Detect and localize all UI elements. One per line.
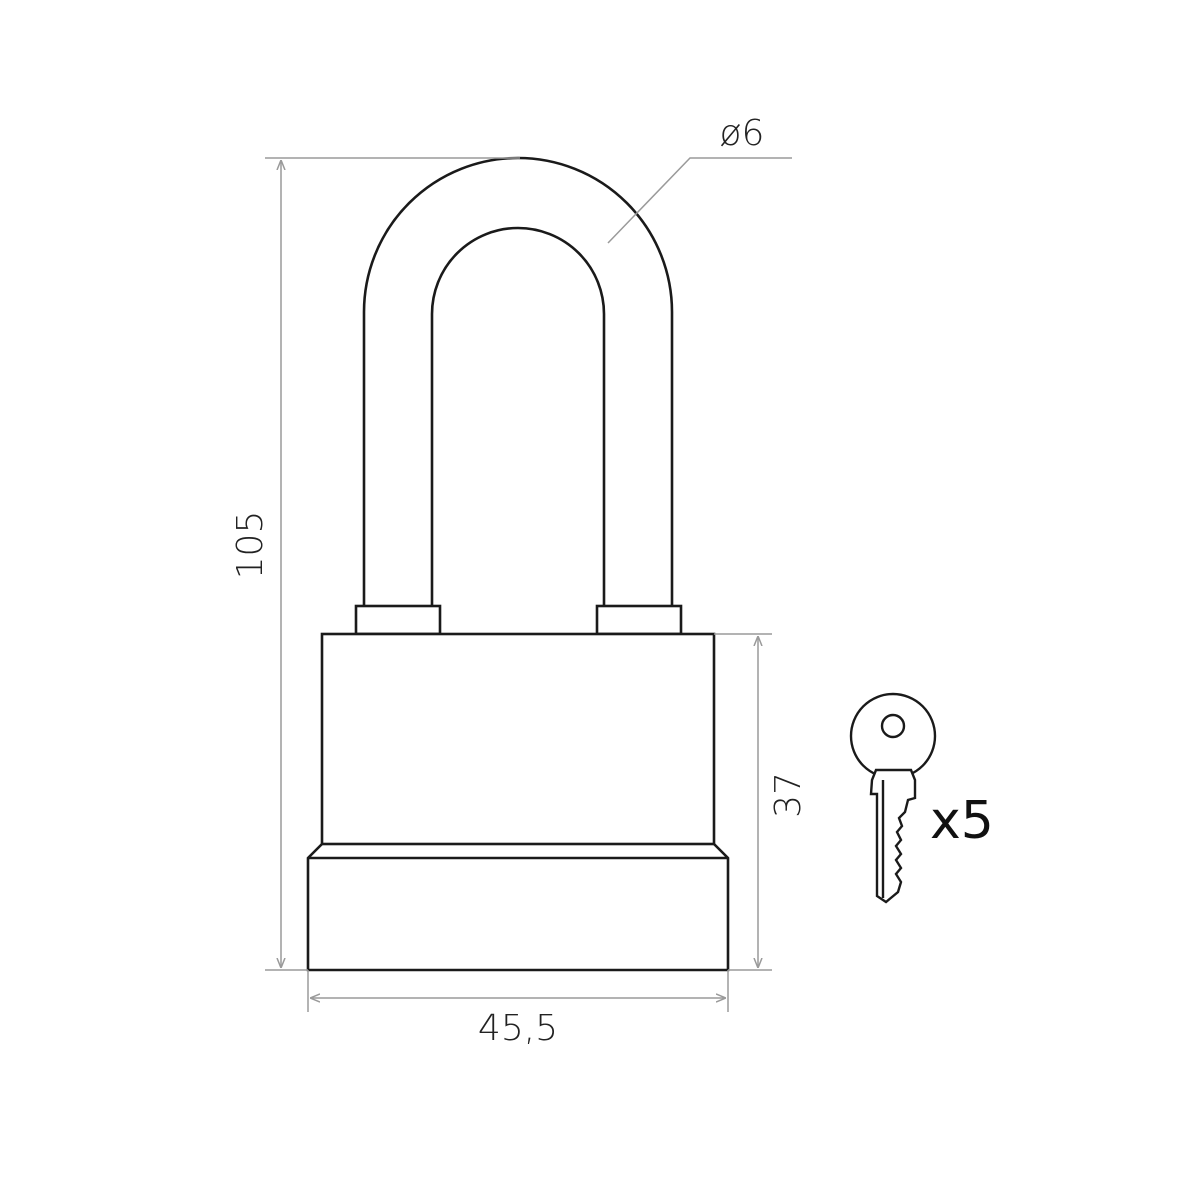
padlock [306,156,730,972]
shackle-diameter-label: ø6 [720,113,765,154]
body-width-label: 45,5 [478,1008,558,1049]
dimension-lines [265,157,792,1012]
total-height-label: 105 [230,511,271,580]
shackle-collar-right [595,604,683,636]
body-height-label: 37 [768,772,809,818]
lock-body [320,632,716,846]
shackle-collar-left [354,604,442,636]
keys-count-label: x5 [930,791,994,851]
key-icon [849,692,937,904]
diameter-leader-line [607,157,792,244]
lock-base [306,843,730,972]
